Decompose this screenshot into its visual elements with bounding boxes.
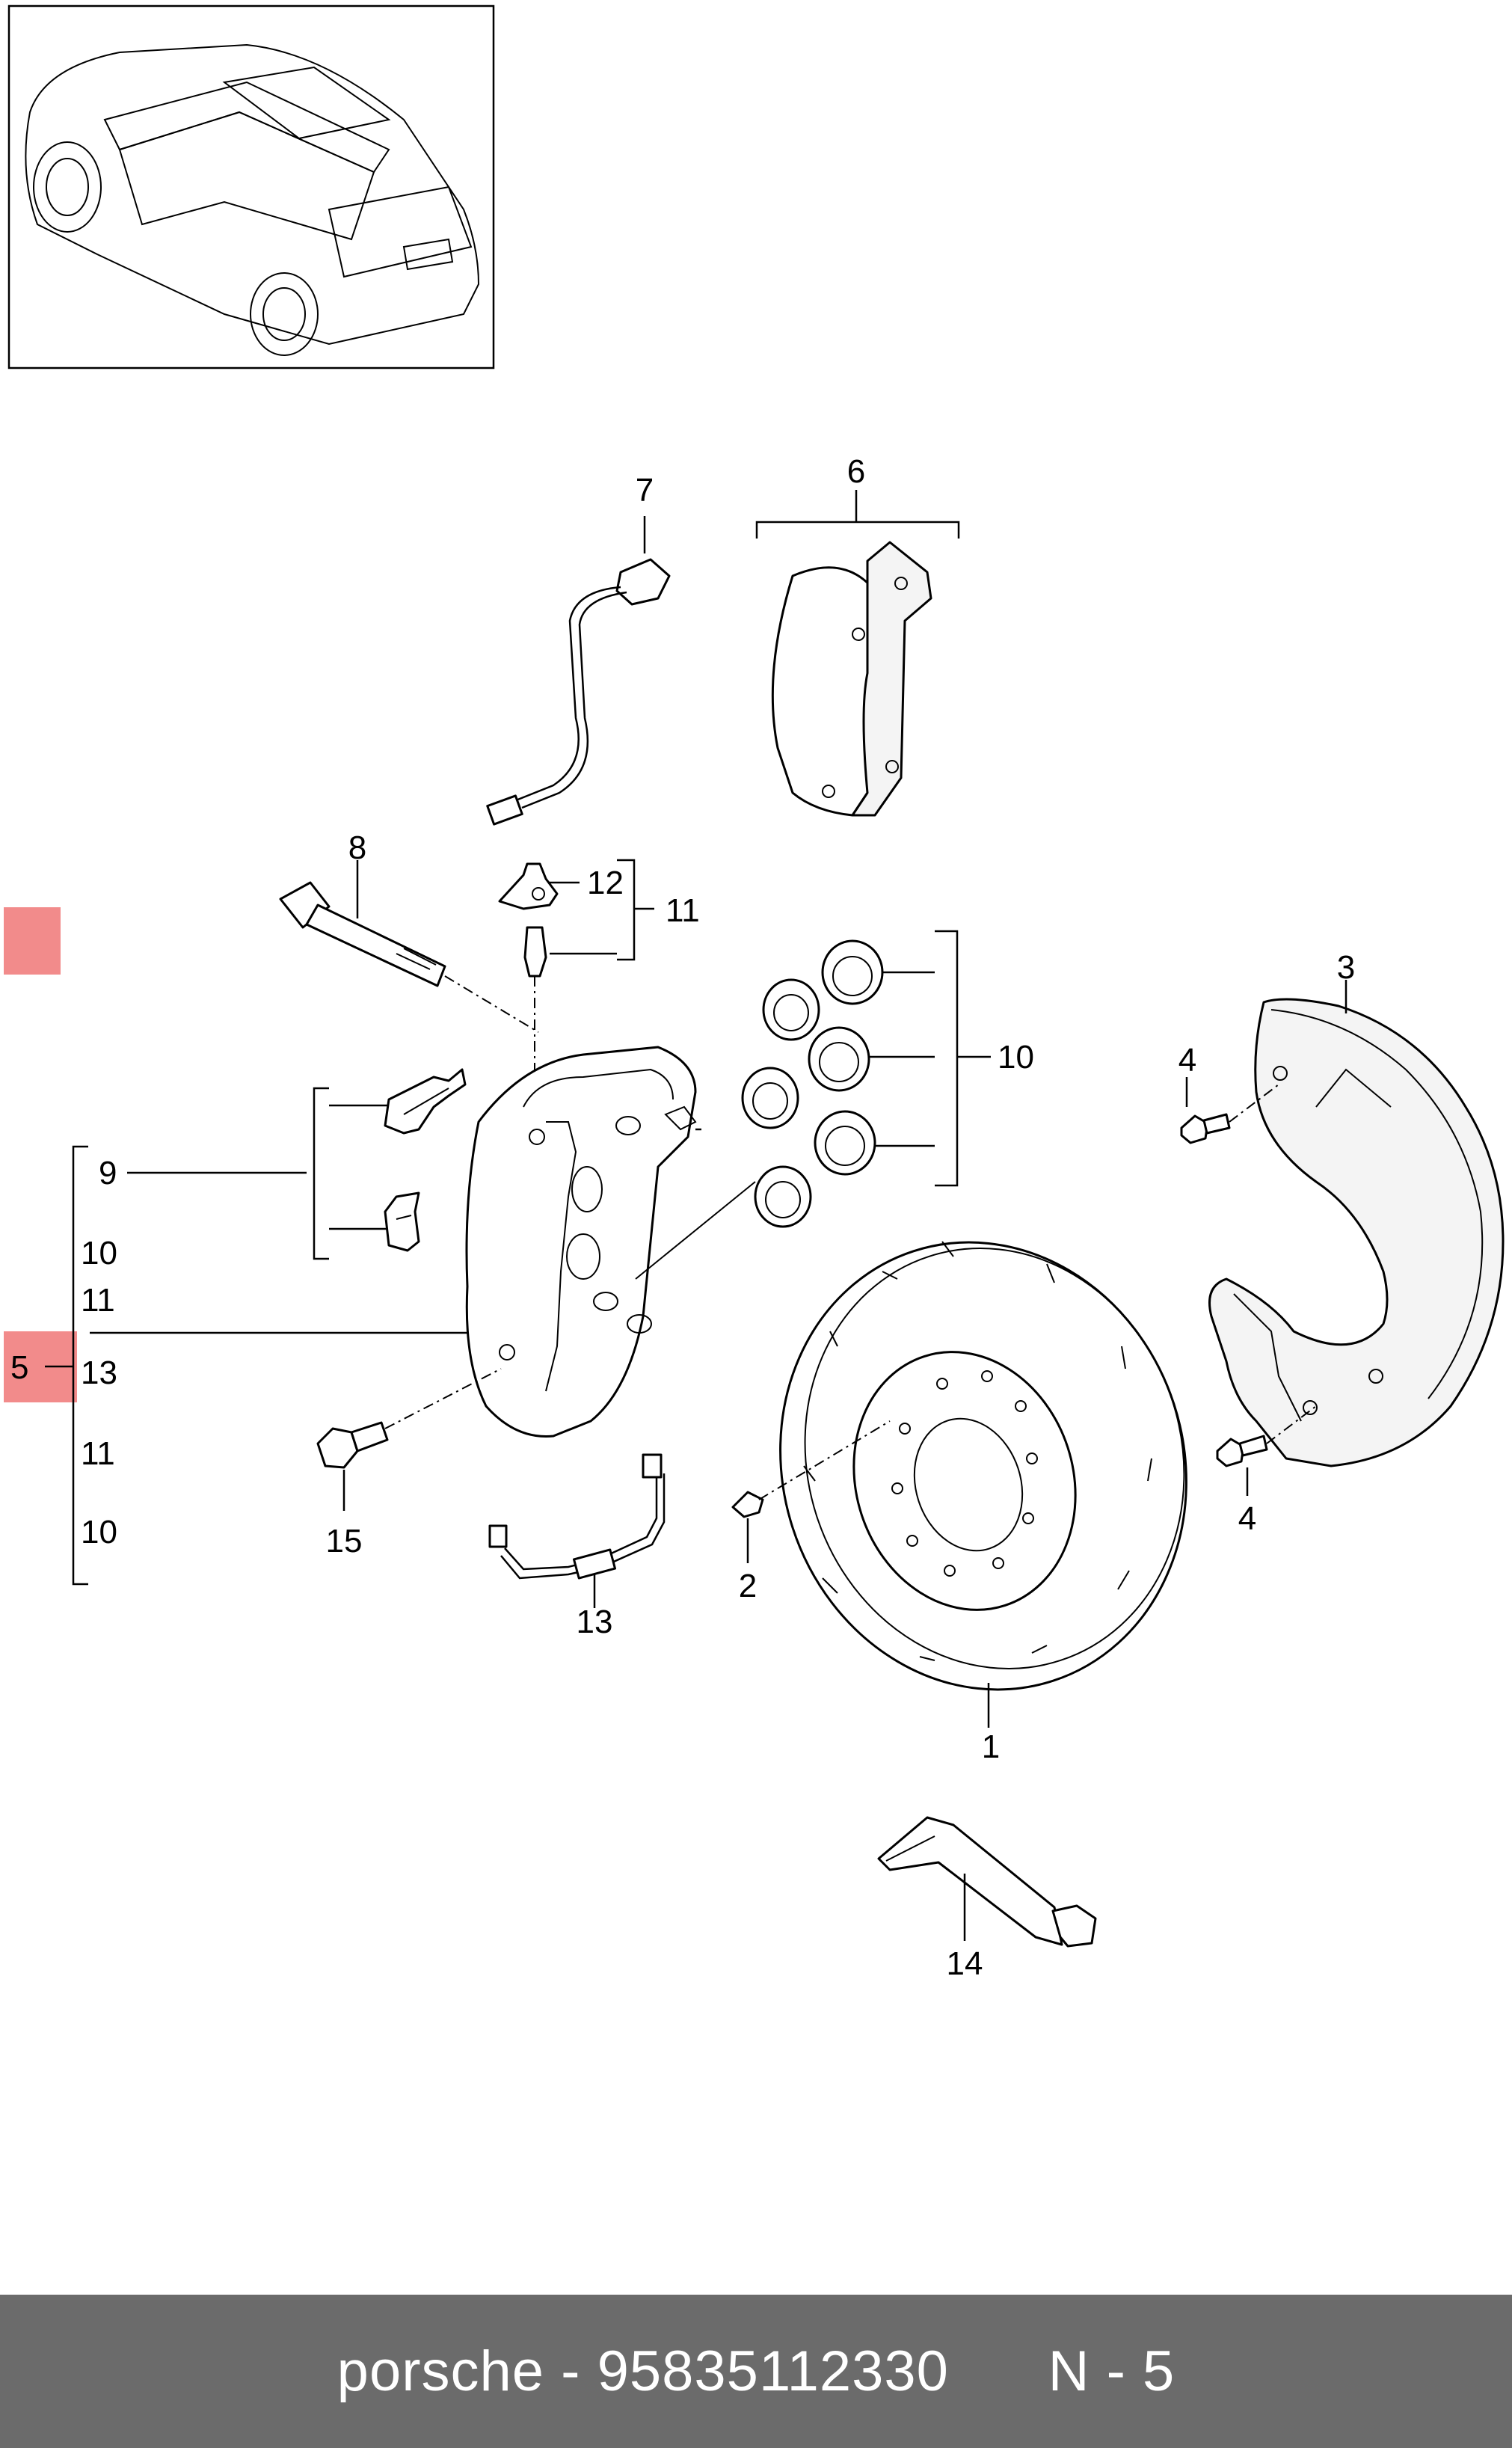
callout-1: 1 [982, 1728, 1000, 1765]
callout-14: 14 [947, 1945, 983, 1982]
part-number: 95835112330 [597, 2340, 949, 2403]
highlight-marker-top [4, 907, 61, 975]
callout-6: 6 [847, 453, 865, 490]
piston-seals-10 [741, 939, 884, 1228]
brand-name: porsche [336, 2340, 545, 2403]
part-number-footer: porsche - 95835112330 N - 5 [0, 2295, 1512, 2448]
diagram-position: N - 5 [1048, 2340, 1176, 2403]
wear-sensor-7 [486, 516, 671, 826]
brake-pad-set-6 [755, 490, 960, 817]
splash-shield-3 [1208, 980, 1505, 1467]
callout-8: 8 [348, 829, 366, 866]
callout-10-seals: 10 [998, 1039, 1034, 1076]
callout-13-list: 13 [81, 1355, 117, 1391]
bleeder-valve-11 [523, 926, 547, 1122]
callout-12: 12 [587, 865, 624, 901]
callout-4-lower: 4 [1238, 1500, 1256, 1537]
callout-10-list-b: 10 [81, 1514, 117, 1550]
footer-gap [949, 2339, 1048, 2404]
shield-bolt-4-lower [1216, 1405, 1317, 1496]
caliper-mounting-bolt-15 [316, 1368, 502, 1511]
callout-3: 3 [1337, 949, 1355, 986]
brake-hose-13 [488, 1453, 666, 1608]
callout-11-list-a: 11 [81, 1282, 115, 1319]
caliper-bolt-8 [279, 860, 539, 1033]
callout-9: 9 [99, 1155, 117, 1191]
callout-5: 5 [10, 1349, 28, 1386]
brake-caliper [465, 1046, 701, 1438]
footer-separator: - [544, 2340, 597, 2403]
kit-bracket-5 [45, 1145, 467, 1586]
callout-15: 15 [326, 1523, 363, 1559]
suv-illustration [25, 43, 480, 356]
parts-diagram: 7 6 8 12 11 3 10 4 9 10 11 5 13 11 10 15… [4, 4, 1505, 1982]
callout-13-hose: 13 [577, 1604, 613, 1640]
callout-11-list-b: 11 [81, 1435, 115, 1472]
callout-7: 7 [636, 472, 654, 509]
pad-retaining-clip-lower [384, 1191, 420, 1252]
disc-screw-2 [731, 1420, 891, 1563]
callout-10-list-a: 10 [81, 1235, 117, 1271]
vehicle-thumbnail [7, 4, 495, 369]
piston-seal-bracket-10 [635, 930, 991, 1280]
callout-11-bracket: 11 [666, 892, 700, 929]
callout-2: 2 [739, 1568, 757, 1604]
clip-bracket-9 [313, 1087, 389, 1260]
callout-4-upper: 4 [1178, 1042, 1196, 1079]
shield-bolt-4-upper [1180, 1077, 1279, 1144]
grease-tube-14 [877, 1816, 1097, 1948]
brake-disc-1 [779, 1241, 1187, 1728]
bleeder-cap-12 [498, 862, 559, 910]
pad-retaining-clip-upper [384, 1068, 467, 1135]
